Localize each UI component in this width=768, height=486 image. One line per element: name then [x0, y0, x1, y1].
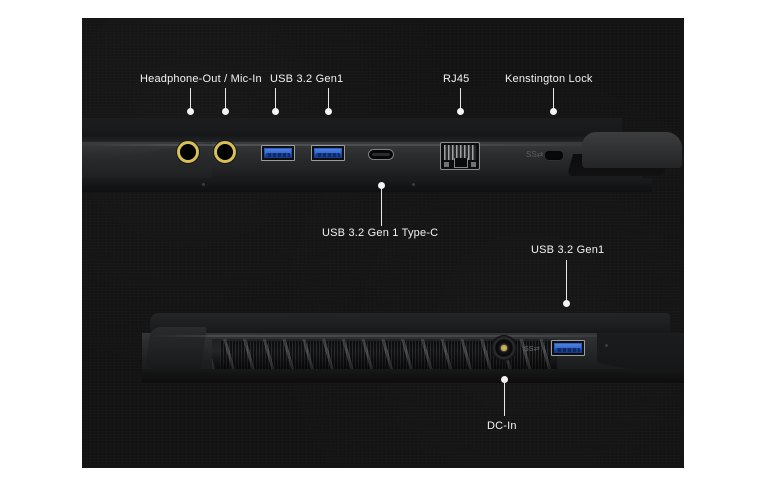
leader-line-usb-rear — [566, 260, 567, 302]
leader-dot-usb1 — [272, 108, 279, 115]
leader-dot-dc-in — [501, 376, 508, 383]
leader-dot-mic — [222, 108, 229, 115]
leader-dot-usb-rear — [563, 300, 570, 307]
usb-ss-glyph-icon: SS⇄ — [524, 346, 540, 353]
chassis-screw-dot — [605, 344, 608, 347]
usb-a-port-1 — [261, 145, 295, 161]
leader-dot-usb-c — [378, 182, 385, 189]
chassis-bevel-bottom — [142, 369, 684, 383]
callout-label-usb-gen1-rear: USB 3.2 Gen1 — [531, 244, 605, 256]
chassis-top-edge — [82, 136, 642, 144]
usb-port-tongue — [265, 149, 291, 154]
leader-line-rj45 — [460, 88, 461, 110]
leader-line-usb-c — [381, 186, 382, 226]
laptop-lid-top — [82, 118, 622, 138]
kensington-glyph-icon: SS⇄ — [526, 150, 544, 159]
leader-line-usb2 — [328, 88, 329, 110]
leader-line-dc-in — [504, 380, 505, 416]
leader-dot-rj45 — [457, 108, 464, 115]
headphone-out-jack — [177, 141, 199, 163]
usb-a-port-rear — [551, 340, 585, 356]
leader-dot-kensington — [550, 108, 557, 115]
callout-label-kensington: Kenstington Lock — [505, 73, 593, 85]
callout-label-rj45: RJ45 — [443, 73, 470, 85]
chassis-screw-dot — [202, 183, 205, 186]
usb-port-contacts — [556, 348, 580, 352]
laptop-lid-bottom — [150, 313, 670, 335]
callout-label-dc-in: DC-In — [487, 420, 517, 432]
callout-label-usb-gen1-top: USB 3.2 Gen1 — [270, 73, 344, 85]
callout-label-headphone-mic: Headphone-Out / Mic-In — [140, 73, 262, 85]
usb-port-tongue — [315, 149, 341, 154]
leader-line-mic — [225, 88, 226, 110]
usb-port-tongue — [555, 344, 581, 349]
leader-line-headphone — [190, 88, 191, 110]
chassis-highlight-bottom — [152, 335, 652, 337]
usb-port-contacts — [316, 153, 340, 157]
dc-in-port — [492, 336, 516, 360]
dark-product-panel: SS⇄ SS⇄ Headphone-Out / Mic-In — [82, 18, 684, 468]
rj45-tab-left — [444, 162, 449, 167]
leader-line-usb1 — [275, 88, 276, 110]
rj45-tab-right — [471, 162, 476, 167]
chassis-screw-dot — [412, 183, 415, 186]
usb-port-contacts — [266, 153, 290, 157]
leader-dot-headphone — [187, 108, 194, 115]
rj45-contacts — [444, 145, 476, 160]
kensington-lock-slot — [545, 151, 563, 160]
chassis-bevel-top — [82, 178, 652, 192]
usb-c-port — [368, 149, 394, 160]
leader-line-kensington — [553, 88, 554, 110]
hinge-cap-bottom — [145, 327, 207, 369]
laptop-rear-view — [142, 313, 684, 403]
mic-in-jack — [214, 141, 236, 163]
callout-label-usb-c: USB 3.2 Gen 1 Type-C — [322, 227, 439, 239]
usb-a-port-2 — [311, 145, 345, 161]
leader-dot-usb2 — [325, 108, 332, 115]
laptop-left-side-view — [82, 118, 684, 218]
rj45-latch-notch — [454, 158, 468, 168]
rj45-ethernet-port — [440, 142, 480, 170]
hinge-cap-top — [582, 132, 682, 168]
